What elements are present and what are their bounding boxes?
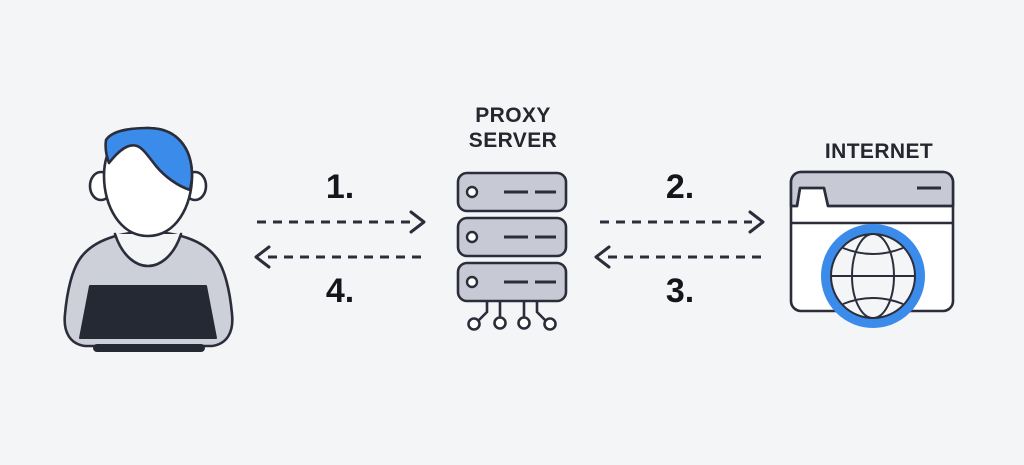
flow-arrow-3-head xyxy=(594,245,611,269)
server-unit-2-led xyxy=(465,230,479,244)
proxy-server-label: PROXY SERVER xyxy=(468,104,558,152)
flow-arrow-3 xyxy=(594,245,762,269)
pin-1-node xyxy=(467,317,481,331)
flow-arrow-1-head xyxy=(409,210,426,234)
browser-tab-shape xyxy=(791,186,953,208)
server-rack-icon xyxy=(456,171,568,331)
step-number-2: 2. xyxy=(665,168,695,206)
server-unit-1-led xyxy=(465,185,479,199)
server-connector-pins xyxy=(467,300,557,331)
browser-globe-icon xyxy=(789,170,955,328)
step-number-4: 4. xyxy=(325,272,355,310)
user-with-laptop-icon xyxy=(63,126,234,352)
flow-arrow-2 xyxy=(600,210,765,234)
step-number-3: 3. xyxy=(665,272,695,310)
globe-parallel-bottom xyxy=(842,297,904,305)
pin-4-wire xyxy=(535,300,548,323)
pin-1-wire xyxy=(476,300,489,323)
flow-arrow-4 xyxy=(254,245,424,269)
laptop-base xyxy=(93,344,205,352)
server-unit-1 xyxy=(456,171,568,213)
pin-2-node xyxy=(493,316,507,330)
globe-parallel-top xyxy=(842,247,904,255)
server-unit-3-led xyxy=(465,275,479,289)
pin-4-node xyxy=(543,317,557,331)
server-unit-2 xyxy=(456,216,568,258)
pin-3-node xyxy=(517,316,531,330)
laptop-screen xyxy=(79,285,217,339)
flow-arrow-4-head xyxy=(254,245,271,269)
server-unit-3 xyxy=(456,261,568,303)
flow-arrow-1 xyxy=(257,210,426,234)
flow-arrow-2-head xyxy=(748,210,765,234)
user-hair xyxy=(104,126,194,192)
step-number-1: 1. xyxy=(325,168,355,206)
globe-meridians xyxy=(831,233,915,319)
internet-label: INTERNET xyxy=(824,140,934,163)
user-neckline xyxy=(113,232,183,268)
